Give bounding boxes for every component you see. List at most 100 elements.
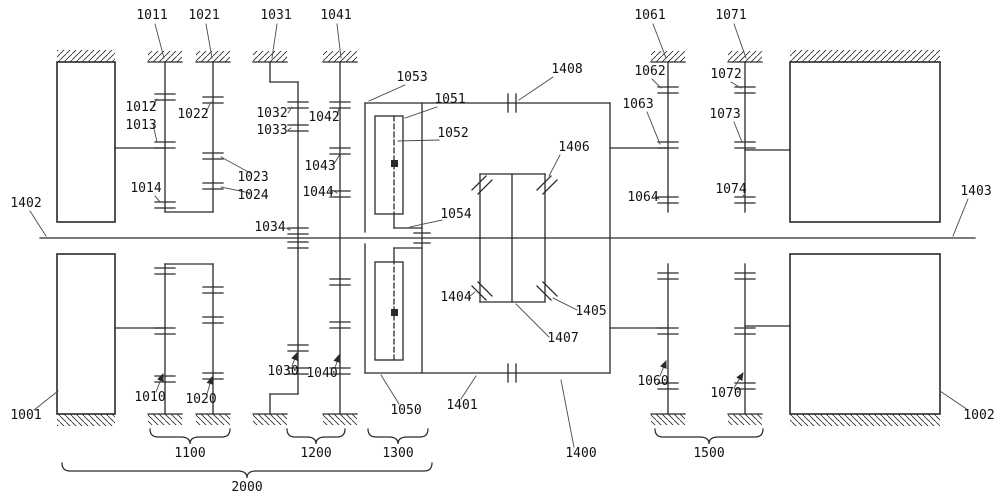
- leader-1051: [404, 106, 438, 119]
- leader-1053: [368, 84, 406, 102]
- leader-1060: [659, 360, 667, 377]
- label-2000: 2000: [231, 480, 262, 495]
- label-1403: 1403: [960, 184, 991, 199]
- leader-1020: [206, 376, 214, 395]
- leader-1074: [742, 194, 746, 198]
- leader-1044: [333, 190, 338, 194]
- leader-1040: [333, 354, 341, 369]
- brace-2000: [61, 462, 433, 479]
- label-1042: 1042: [308, 110, 339, 125]
- leader-1014: [154, 195, 161, 203]
- leader-1054: [409, 219, 443, 228]
- leader-1042: [336, 108, 340, 116]
- leader-1010: [155, 373, 164, 393]
- label-1062: 1062: [634, 64, 665, 79]
- label-1070: 1070: [710, 386, 741, 401]
- label-1406: 1406: [558, 140, 589, 155]
- label-1020: 1020: [185, 392, 216, 407]
- leader-1052: [397, 139, 440, 142]
- label-1063: 1063: [622, 97, 653, 112]
- label-1023: 1023: [237, 170, 268, 185]
- leader-1406: [548, 154, 561, 177]
- label-1043: 1043: [304, 159, 335, 174]
- leader-1021: [205, 23, 213, 59]
- leader-1404: [468, 291, 476, 298]
- label-1402: 1402: [10, 196, 41, 211]
- leader-1023: [220, 156, 253, 175]
- ground-support: [195, 50, 231, 63]
- label-1041: 1041: [320, 8, 351, 23]
- ground-support: [252, 50, 288, 63]
- label-1024: 1024: [237, 188, 268, 203]
- label-1061: 1061: [634, 8, 665, 23]
- leader-1405: [552, 297, 578, 311]
- label-1014: 1014: [130, 181, 161, 196]
- label-1100: 1100: [174, 446, 205, 461]
- brace-1500: [654, 428, 764, 445]
- leader-1062: [651, 78, 662, 89]
- label-1022: 1022: [177, 107, 208, 122]
- leader-1022: [205, 101, 212, 113]
- leader-1013: [152, 123, 158, 143]
- left-motor-housing: [56, 50, 116, 223]
- clutch-actuator-block: [391, 160, 398, 167]
- leader-1031: [271, 23, 278, 59]
- gear-train-upper-half: [56, 50, 941, 239]
- leader-1011: [154, 23, 165, 59]
- label-1052: 1052: [437, 126, 468, 141]
- label-1032: 1032: [256, 106, 287, 121]
- label-1010: 1010: [134, 390, 165, 405]
- leader-1002: [939, 390, 969, 411]
- leader-1403: [952, 198, 969, 237]
- label-1064: 1064: [627, 190, 658, 205]
- label-1021: 1021: [188, 8, 219, 23]
- label-1408: 1408: [551, 62, 582, 77]
- clutch-body: [374, 115, 404, 215]
- label-1002: 1002: [963, 408, 994, 423]
- label-1073: 1073: [709, 107, 740, 122]
- ground-support: [650, 50, 686, 63]
- label-1040: 1040: [306, 366, 337, 381]
- leader-1034: [285, 227, 291, 231]
- label-1013: 1013: [125, 118, 156, 133]
- label-1051: 1051: [434, 92, 465, 107]
- label-1401: 1401: [446, 398, 477, 413]
- leader-1050: [380, 374, 400, 405]
- leader-1070: [733, 372, 744, 389]
- leader-1071: [733, 23, 747, 59]
- label-1034: 1034: [254, 220, 285, 235]
- leader-1064: [654, 195, 660, 200]
- label-1001: 1001: [10, 408, 41, 423]
- label-1031: 1031: [260, 8, 291, 23]
- bevel-gear-right: [536, 175, 558, 195]
- ground-supports: [147, 50, 763, 63]
- ground-support: [147, 50, 183, 63]
- right-motor-housing: [789, 50, 941, 223]
- leader-1012: [152, 98, 158, 107]
- leader-lines: [29, 23, 969, 448]
- brace-1200: [286, 428, 346, 445]
- label-1071: 1071: [715, 8, 746, 23]
- bevel-gear-left: [471, 175, 493, 195]
- leader-1408: [518, 76, 554, 101]
- brace-1300: [367, 428, 429, 445]
- leader-1024: [220, 186, 251, 194]
- label-1300: 1300: [382, 446, 413, 461]
- label-1074: 1074: [715, 182, 746, 197]
- label-1030: 1030: [267, 364, 298, 379]
- leader-1033: [287, 127, 292, 131]
- label-1400: 1400: [565, 446, 596, 461]
- leader-1032: [287, 106, 293, 114]
- brace-1100: [149, 428, 231, 445]
- leader-1061: [652, 23, 667, 59]
- leader-1400: [560, 379, 575, 448]
- label-1060: 1060: [637, 374, 668, 389]
- label-1072: 1072: [710, 67, 741, 82]
- leader-1041: [336, 23, 342, 59]
- leader-1063: [646, 111, 661, 145]
- leader-1407: [515, 303, 550, 338]
- leader-1073: [733, 121, 743, 143]
- leader-1072: [730, 81, 742, 89]
- label-1050: 1050: [390, 403, 421, 418]
